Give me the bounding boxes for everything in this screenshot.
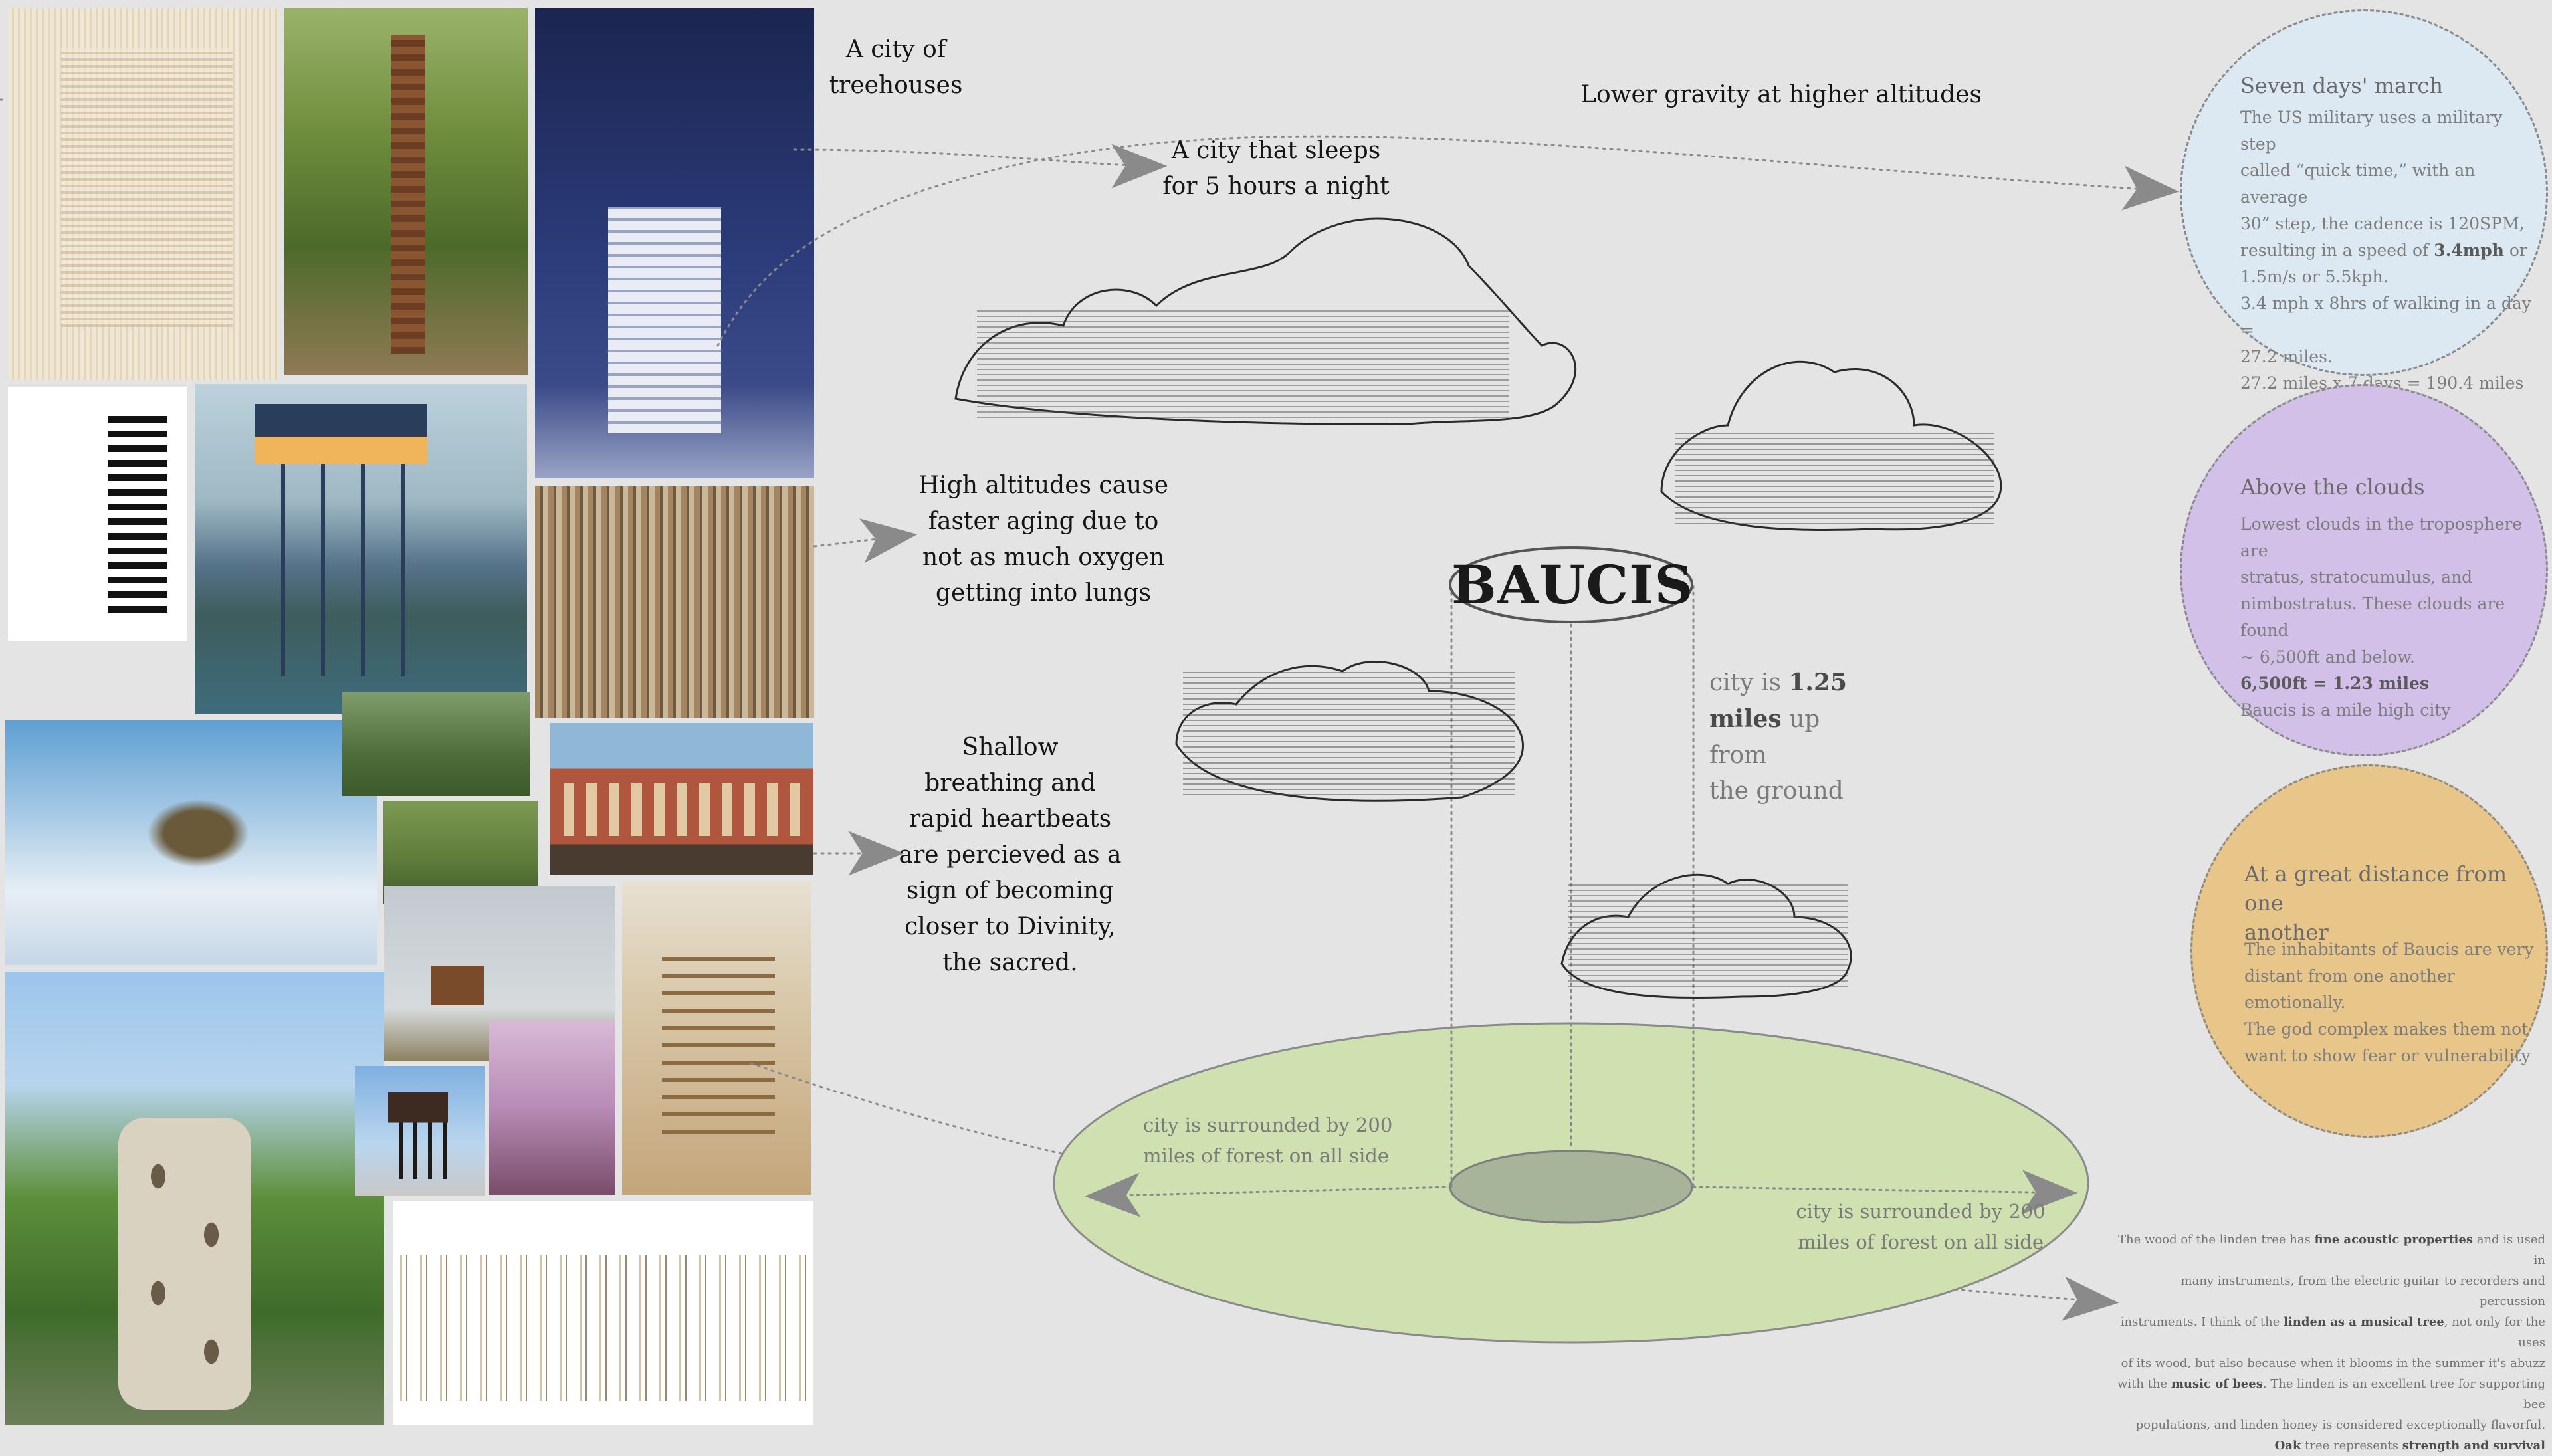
above-the-clouds-circle: Above the clouds Lowest clouds in the tr… <box>2180 384 2548 756</box>
ruined-building-image <box>550 723 813 875</box>
altitude-annotation: High altitudes cause faster aging due to… <box>918 472 1169 607</box>
gravity-annotation: Lower gravity at higher altitudes <box>1580 81 1982 108</box>
baucis-title: BAUCIS <box>1451 554 1694 616</box>
great-distance-circle: At a great distance from one another The… <box>2190 764 2548 1138</box>
great-distance-body: The inhabitants of Baucis are very dista… <box>2244 940 2534 1065</box>
cloud-4 <box>1560 873 1852 999</box>
height-label: city is 1.25 miles up from the ground <box>1709 669 1848 805</box>
treehouse-connector <box>793 144 1168 189</box>
tower-connector <box>716 135 2179 347</box>
cubes-connector <box>813 518 918 564</box>
baucis-oval <box>1449 546 1693 623</box>
forest-radius-left <box>1084 1172 1453 1217</box>
cloud-3 <box>1175 661 1524 802</box>
seven-days-march-title: Seven days' march <box>2240 73 2443 98</box>
forest-pod-image <box>342 692 530 796</box>
linden-tree-note: The wood of the linden tree has fine aco… <box>2117 1233 2545 1453</box>
treehouses-annotation: A city of treehouses <box>829 36 963 99</box>
miles-total: 190.4 miles <box>2426 373 2524 393</box>
lakeside-tower-render-image <box>195 384 527 714</box>
great-distance-title: At a great distance from one another <box>2244 861 2507 945</box>
stacked-cubes-model-image <box>535 486 814 718</box>
treehouse-model-image <box>8 8 279 380</box>
seven-days-march-circle: Seven days' march The US military uses a… <box>2180 9 2548 393</box>
shallow-breathing-annotation: Shallow breathing and rapid heartbeats a… <box>899 734 1122 976</box>
seven-days-march-body: The US military uses a military step cal… <box>2240 108 2531 393</box>
wooden-tower-model-image <box>622 881 811 1195</box>
sleeps-annotation: A city that sleeps for 5 hours a night <box>1162 137 1390 200</box>
floating-city-painting-image <box>5 720 377 965</box>
forest-label-left: city is surrounded by 200 miles of fores… <box>1143 1114 1393 1167</box>
woven-tree-trunk-image <box>5 972 384 1425</box>
city-footprint <box>1449 1150 1693 1224</box>
cloud-1 <box>954 217 1577 425</box>
above-the-clouds-title: Above the clouds <box>2240 474 2425 500</box>
pink-tree-towers-image <box>489 1021 615 1195</box>
lookout-tower-image <box>284 8 528 375</box>
vertical-city-model-image <box>535 8 814 478</box>
stilt-house-image <box>355 1066 485 1196</box>
cloud-2 <box>1660 360 2002 531</box>
line-drawing-image <box>8 387 187 641</box>
model-sequence-image <box>393 1201 813 1425</box>
forest-label-right: city is surrounded by 200 miles of fores… <box>1796 1200 2046 1253</box>
above-the-clouds-body: Lowest clouds in the troposphere are str… <box>2240 514 2523 720</box>
